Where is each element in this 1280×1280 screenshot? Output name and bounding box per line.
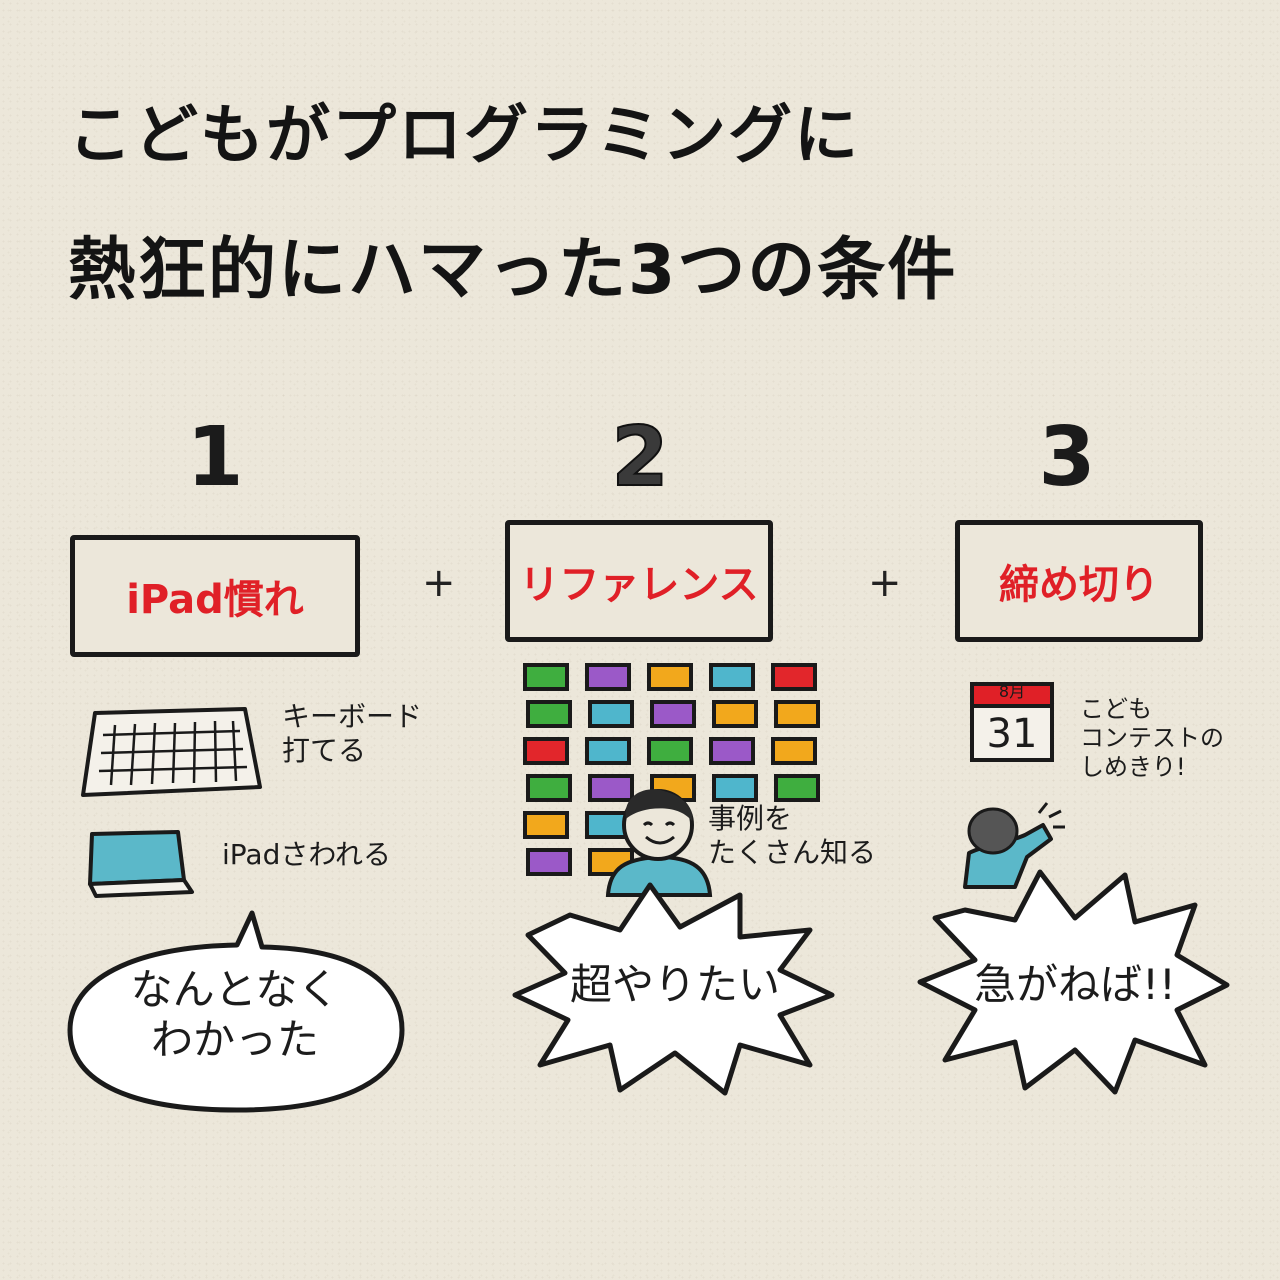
reference-card [588,700,634,728]
bubble-text-2: 超やりたい [569,960,780,1009]
condition-number-3: 3 [1038,410,1096,505]
note-examples: 事例を たくさん知る [708,802,877,869]
condition-number-2: 2 [610,409,669,506]
reference-card [523,811,569,839]
reference-card [526,774,572,802]
reference-card [771,737,817,765]
reference-card [585,737,631,765]
note-keyboard: キーボード 打てる [282,700,423,767]
reference-card [774,774,820,802]
reference-card [526,848,572,876]
ipad-icon [88,830,194,898]
keyboard-icon [81,707,262,797]
calendar-icon [970,682,1054,762]
speech-bubble-1 [67,910,405,1113]
calendar-day: 31 [986,711,1038,757]
calendar-month: 8月 [998,682,1026,701]
reference-card [526,700,572,728]
reference-card [774,700,820,728]
condition-label-1: iPad慣れ [126,577,304,623]
rushing-child-icon [963,802,1065,889]
reference-card [647,737,693,765]
reference-card [709,737,755,765]
condition-label-2: リファレンス [519,562,759,608]
plus-sign-1: + [422,560,456,606]
spiky-bubble-3 [917,869,1230,1095]
reference-card [523,663,569,691]
reference-card [588,774,634,802]
condition-number-1: 1 [186,410,244,505]
smiling-child-icon [605,789,713,897]
condition-box-2: リファレンス [505,520,773,642]
condition-label-3: 締め切り [999,562,1159,608]
title-line-2: 熱狂的にハマった3つの条件 [68,231,958,310]
note-ipad: iPadさわれる [222,838,391,871]
reference-card [523,737,569,765]
title-line-1: こどもがプログラミングに [68,99,860,173]
bubble-text-3: 急がねば!! [974,960,1176,1009]
reference-card [771,663,817,691]
reference-card [712,700,758,728]
reference-card [709,663,755,691]
reference-card [647,663,693,691]
bubble-text-1: なんとなく わかった [130,965,340,1065]
reference-card [712,774,758,802]
condition-box-1: iPad慣れ [70,535,360,657]
reference-grid [523,663,820,876]
plus-sign-2: + [868,560,902,606]
note-deadline: こども コンテストの しめきり! [1080,695,1224,781]
spiky-bubble-2 [512,882,835,1096]
reference-card [585,663,631,691]
condition-box-3: 締め切り [955,520,1203,642]
reference-card [650,700,696,728]
